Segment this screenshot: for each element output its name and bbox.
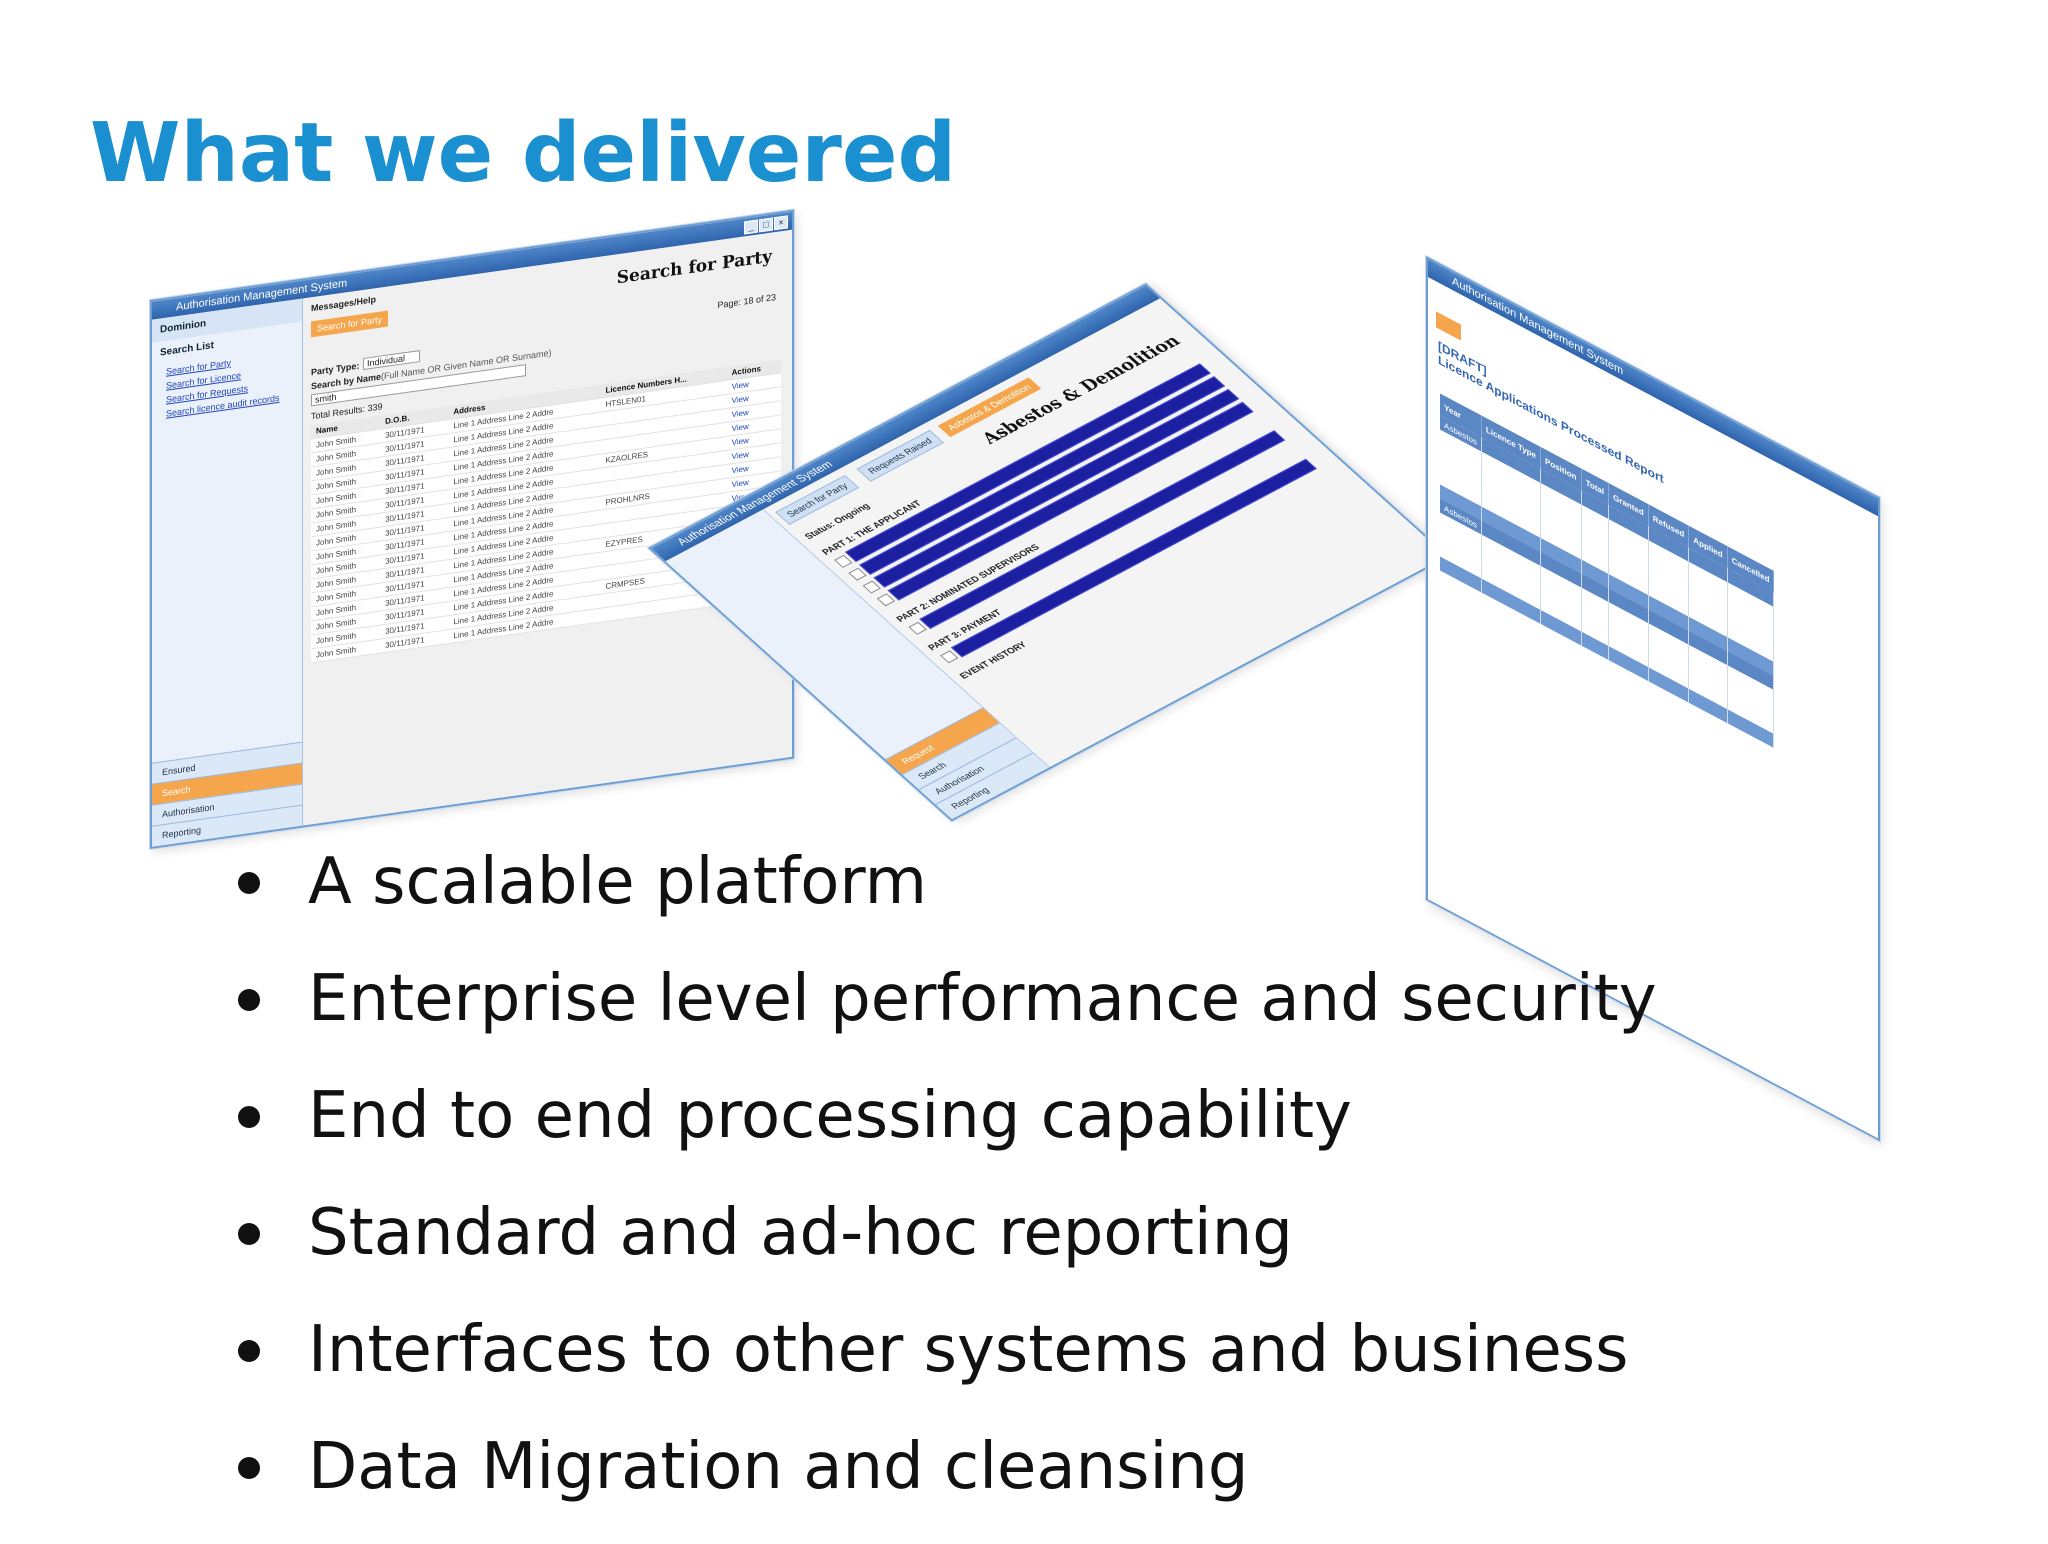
minimize-icon[interactable]: _ (744, 219, 758, 235)
tab-active[interactable] (1436, 311, 1461, 341)
bullet-text: Enterprise level performance and securit… (308, 962, 1657, 1036)
slide-title: What we delivered (90, 106, 957, 201)
bullet-icon (238, 1340, 260, 1362)
bullet-item: End to end processing capability (238, 1076, 1657, 1193)
bullet-item: A scalable platform (238, 842, 1657, 959)
bullet-item: Enterprise level performance and securit… (238, 959, 1657, 1076)
bullet-icon (238, 1457, 260, 1479)
bullet-item: Data Migration and cleansing (238, 1427, 1657, 1544)
bullet-item: Standard and ad-hoc reporting (238, 1193, 1657, 1310)
close-icon[interactable]: × (774, 215, 788, 231)
bullet-item: Interfaces to other systems and business (238, 1310, 1657, 1427)
sidebar-nav: Ensured Search Authorisation Reporting (152, 741, 302, 847)
bullet-text: Interfaces to other systems and business (308, 1313, 1629, 1387)
messages-tab[interactable]: Messages/Help (311, 294, 377, 314)
bullet-icon (238, 1106, 260, 1128)
bullet-text: End to end processing capability (308, 1079, 1352, 1153)
bullet-text: Standard and ad-hoc reporting (308, 1196, 1293, 1270)
bullet-list: A scalable platform Enterprise level per… (238, 842, 1657, 1544)
bullet-text: A scalable platform (308, 845, 927, 919)
bullet-icon (238, 1223, 260, 1245)
bullet-text: Data Migration and cleansing (308, 1430, 1249, 1504)
bullet-icon (238, 872, 260, 894)
maximize-icon[interactable]: □ (759, 217, 773, 233)
bullet-icon (238, 989, 260, 1011)
page-info: Page: 18 of 23 (717, 292, 776, 311)
page-heading: Search for Party (616, 246, 772, 289)
sidebar: Dominion Search List Search for Party Se… (152, 298, 303, 847)
search-party-tab[interactable]: Search for Party (311, 310, 389, 338)
